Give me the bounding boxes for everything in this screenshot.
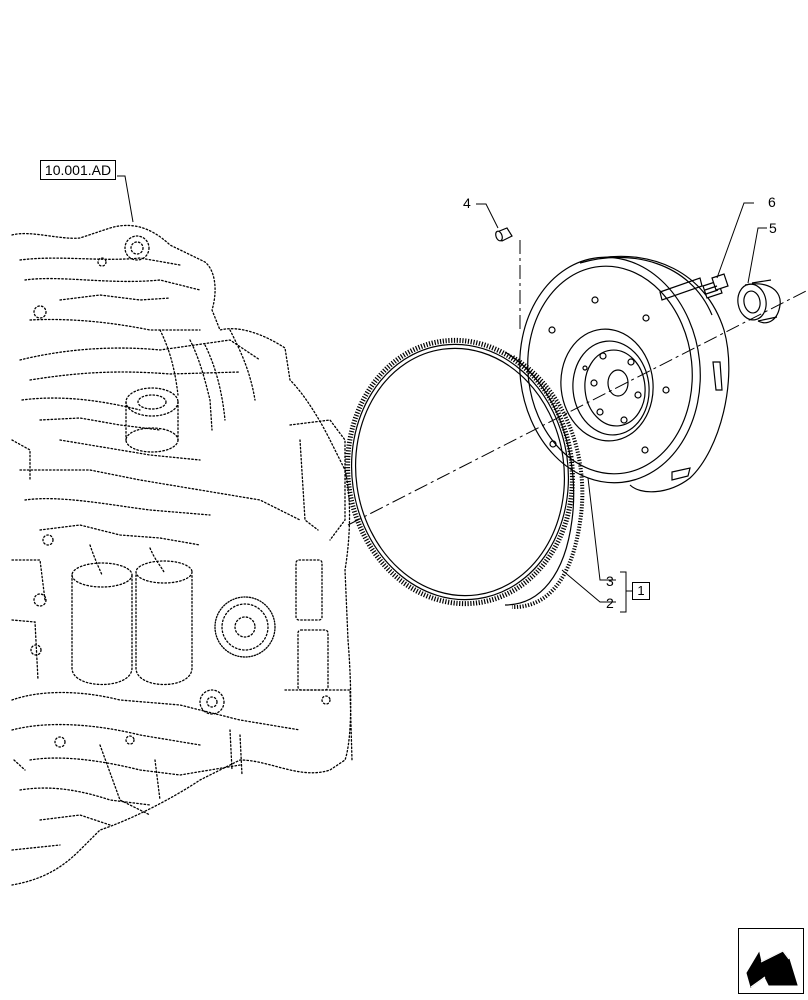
arrow-back-icon [746,950,798,988]
callout-part-4: 4 [463,195,471,211]
back-navigation-button[interactable] [738,928,804,994]
callout-part-6: 6 [768,194,776,210]
callout-part-5: 5 [769,220,777,236]
callout-part-3: 3 [606,573,614,589]
center-lines [347,240,808,526]
leader-lines [117,175,767,613]
callout-part-2: 2 [606,595,614,611]
bearing-drawing [737,279,781,324]
engine-block-drawing [11,224,353,886]
bolt-drawing [702,273,729,299]
reference-label[interactable]: 10.001.AD [40,160,116,180]
flywheel-drawing [519,255,730,493]
group-label-1: 1 [632,582,650,600]
dowel-pin-drawing [495,227,513,242]
ring-gear-drawing [345,337,585,610]
